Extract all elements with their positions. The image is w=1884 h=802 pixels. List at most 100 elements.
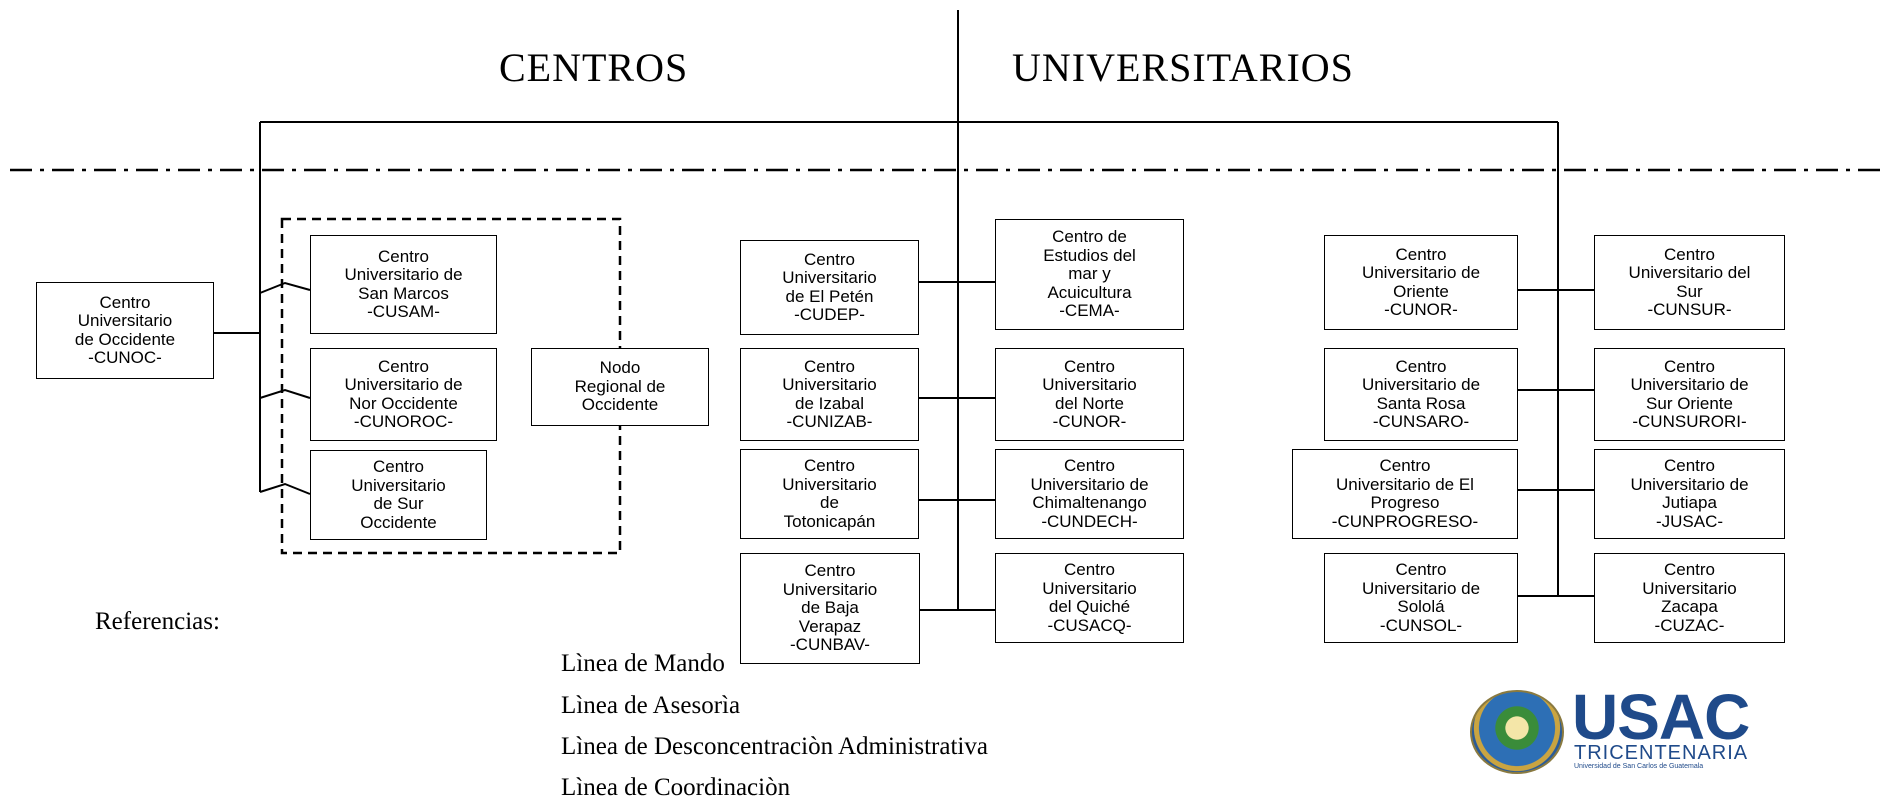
- box-text-line: Universitario: [1642, 578, 1737, 598]
- box-text-line: Verapaz: [798, 616, 862, 636]
- box-text-line: -CUSAM-: [367, 302, 440, 321]
- box-text-line: Progreso: [1370, 493, 1440, 512]
- box-text-line: Sur Oriente: [1646, 393, 1733, 413]
- box-text-line: -CUNDECH-: [1041, 511, 1138, 531]
- box-text-line: de: [820, 493, 839, 512]
- box-text-line: Universitario: [782, 268, 877, 287]
- box-text-line: Universitario: [351, 475, 446, 495]
- box-text-line: Centro: [1063, 560, 1116, 579]
- box-text-line: Occidente: [360, 512, 437, 532]
- box-text-line: Centro: [99, 292, 151, 312]
- box-text-line: Estudios del: [1043, 245, 1136, 265]
- box-text-line: -CUNOC-: [88, 348, 162, 367]
- reference-line-coordinacion: Lìnea de Coordinaciòn: [561, 774, 791, 801]
- box-text-line: Jutiapa: [1662, 493, 1717, 512]
- box-text-line: Sur: [1676, 281, 1703, 301]
- box-text-line: del Norte: [1055, 393, 1124, 413]
- box-text-line: Chimaltenango: [1032, 493, 1147, 512]
- box-text-line: -CUDEP-: [794, 305, 865, 324]
- box-text-line: -CEMA-: [1059, 301, 1120, 321]
- box-text-line: -CUNSURORI-: [1632, 412, 1747, 431]
- box-text-line: -CUNSARO-: [1372, 412, 1470, 431]
- reference-line-mando: Lìnea de Mando: [561, 650, 725, 677]
- box-text-line: Centro: [1663, 244, 1716, 264]
- box-text-line: mar y: [1068, 264, 1111, 284]
- box-text-line: Centro: [1063, 456, 1116, 475]
- box-text-line: Universitario de: [344, 265, 463, 284]
- box-text-line: Centro: [372, 457, 425, 476]
- box-text-line: Universitario de: [1361, 375, 1481, 394]
- box-text-line: Centro: [1395, 356, 1447, 376]
- box-text-line: Regional de: [574, 376, 666, 396]
- box-text-line: de Occidente: [74, 329, 176, 349]
- box-text-line: Centro: [377, 356, 430, 376]
- box-text-line: Acuicultura: [1047, 282, 1132, 302]
- box-text-line: Centro: [1663, 456, 1716, 475]
- box-text-line: Zacapa: [1661, 597, 1718, 616]
- box-text-line: -JUSAC-: [1655, 511, 1724, 531]
- box-text-line: Universitario de: [1630, 375, 1749, 394]
- box-text-line: Centro: [1663, 356, 1716, 376]
- box-text-line: Universitario: [1042, 578, 1137, 598]
- logo-wordmark: USAC: [1572, 681, 1750, 753]
- box-text-line: Universitario: [782, 375, 877, 394]
- box-text-line: Universitario de: [344, 375, 463, 394]
- box-text-line: Centro: [1379, 456, 1431, 475]
- box-text-line: Universitario: [1042, 375, 1137, 394]
- box-text-line: Universitario de El: [1336, 474, 1474, 494]
- references-title: Referencias:: [95, 608, 220, 635]
- box-text-line: Nodo: [599, 358, 641, 378]
- box-text-line: Oriente: [1393, 281, 1449, 301]
- box-text-line: -CUNBAV-: [790, 635, 870, 655]
- box-text-line: Nor Occidente: [349, 393, 458, 413]
- box-text-line: -CUZAC-: [1654, 615, 1725, 635]
- box-text-line: Centro: [1663, 560, 1716, 579]
- box-text-line: Centro: [804, 561, 856, 581]
- box-text-line: -CUNOR-: [1384, 300, 1458, 319]
- box-text-line: -CUNSOL-: [1379, 615, 1463, 635]
- box-text-line: Totonicapán: [783, 511, 876, 531]
- box-text-line: Centro: [803, 249, 856, 269]
- logo-subtitle: Universidad de San Carlos de Guatemala: [1574, 763, 1704, 770]
- box-text-line: del Quiché: [1048, 597, 1131, 616]
- box-text-line: de Baja: [801, 598, 859, 618]
- box-text-line: Occidente: [581, 395, 659, 415]
- box-text-line: -CUNIZAB-: [786, 412, 873, 431]
- box-text-line: Universitario de: [1361, 263, 1481, 282]
- box-text-line: Universitario de: [1630, 474, 1749, 494]
- box-text-line: Universitario de: [1361, 578, 1481, 598]
- box-text-line: Sololá: [1397, 597, 1445, 616]
- box-text-line: Universitario del: [1628, 263, 1751, 282]
- title-universitarios: UNIVERSITARIOS: [1012, 45, 1354, 90]
- box-text-line: -CUSACQ-: [1047, 615, 1132, 635]
- box-text-line: Centro: [377, 246, 430, 266]
- box-text-line: Universitario: [782, 474, 877, 494]
- box-text-line: San Marcos: [358, 283, 449, 303]
- box-text-line: Universitario: [77, 311, 173, 330]
- box-text-line: Universitario: [782, 579, 878, 599]
- usac-logo: USAC TRICENTENARIA Universidad de San Ca…: [1470, 685, 1770, 775]
- box-text-line: Universitario de: [1030, 474, 1149, 494]
- box-text-line: Centro: [1063, 356, 1116, 376]
- box-text-line: -CUNOR-: [1052, 412, 1127, 431]
- box-text-line: de El Petén: [785, 286, 874, 306]
